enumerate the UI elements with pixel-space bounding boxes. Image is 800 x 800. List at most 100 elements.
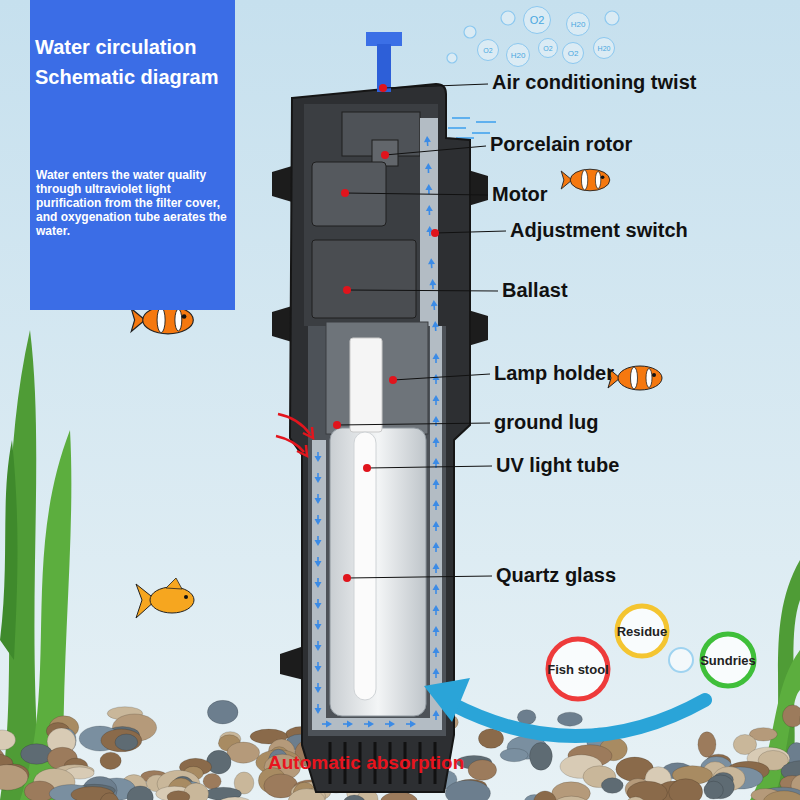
pebble [468,760,497,781]
intake-arrowhead [303,427,313,438]
bubble-formula: O2 [562,42,584,64]
flow-dash [476,121,496,123]
uv-tube [354,432,376,700]
lamp-holder [350,338,382,432]
flow-arrow-head [315,603,322,609]
pebble [227,742,260,763]
flow-arrow-head [315,519,322,525]
leader-lines [337,84,506,578]
fish-eye [652,373,656,377]
flow-arrow [315,578,322,588]
flow-arrow-head [433,647,440,653]
pebble [601,778,623,794]
flow-dash [448,127,466,129]
flow-arrow-head [433,584,440,590]
pebble [557,712,582,726]
outflow-dashes [448,118,496,138]
flow-arrows [315,136,440,728]
flow-arrow [433,605,440,615]
bubble-formula: O2 [523,6,551,34]
pebble [0,765,28,790]
flow-arrow-head [315,498,322,504]
outlet-channel [420,118,438,326]
leader-dot [333,421,341,429]
seaweed-blade [0,440,18,660]
fish-stripe [581,170,587,190]
leader-line [385,146,486,155]
leader-dot [379,84,387,92]
flow-arrow-head [315,708,322,714]
pebble [704,781,723,799]
fish-body [618,366,662,390]
pebble [669,779,703,800]
flow-arrow [425,184,432,194]
bubble-label: Fish stool [547,662,608,677]
leader-dot [389,376,397,384]
ballast-block [312,240,416,318]
flow-arrow-head [433,668,440,674]
small-bubble [669,648,693,672]
leader-dot [343,286,351,294]
pebble [782,705,800,727]
flow-arrow-head [433,710,440,716]
flow-arrow [424,136,432,146]
bubble-formula: H20 [506,43,530,67]
suction-cup [280,646,304,680]
flow-arrow [430,300,438,310]
fish-stripe [157,307,165,332]
flow-dash [452,117,470,119]
bubble-formula: H20 [593,37,615,59]
flow-arrow-head [429,279,436,285]
flow-arrow-head [315,645,322,651]
leader-dot [363,464,371,472]
description-panel: Water circulation Schematic diagramWater… [30,0,235,310]
flow-arrow-head [315,456,322,462]
part-label: UV light tube [496,454,619,477]
flow-arrow [433,584,440,594]
flow-arrow-head [315,666,322,672]
flow-arrow [315,473,322,483]
flow-arrow-head [315,477,322,483]
quartz-glass [330,428,426,716]
fish-stripe [631,367,638,389]
flow-arrow-head [425,163,432,169]
flow-arrow [343,721,353,728]
pebble [381,792,418,800]
flow-arrow [432,321,440,331]
fish-eye [601,176,605,180]
pebble [101,729,142,752]
flow-arrow-head [315,582,322,588]
flow-arrow [433,479,440,489]
flow-arrow-head [433,353,440,359]
flow-arrow-head [433,542,440,548]
pebble [763,791,800,800]
caption-label: Automatic absorption [268,752,464,774]
bubble-formula: H20 [566,12,590,36]
bubble-label: Residue [617,624,668,639]
bubble-formula: O2 [538,38,558,58]
debris-bubble: Fish stool [545,636,611,702]
flow-arrow [433,416,440,426]
intake-arrow [276,436,304,452]
pebble [207,700,238,724]
leader-dot [431,229,439,237]
flow-arrow-head [425,184,432,190]
pebble [218,797,253,800]
flow-arrow [433,374,440,384]
motor-block [312,162,386,226]
leader-line [347,290,498,291]
fish-eye [182,314,187,319]
part-label: ground lug [494,411,598,434]
flow-arrow [315,620,322,630]
flow-arrow [315,452,322,462]
pebble [500,748,528,761]
flow-arrow [406,721,416,728]
bubble [501,11,515,25]
flow-arrow-head [315,624,322,630]
flow-arrow [315,599,322,609]
part-label: Quartz glass [496,564,616,587]
flow-arrow [315,683,322,693]
fish-stripe [175,309,182,331]
pebble [445,780,490,800]
